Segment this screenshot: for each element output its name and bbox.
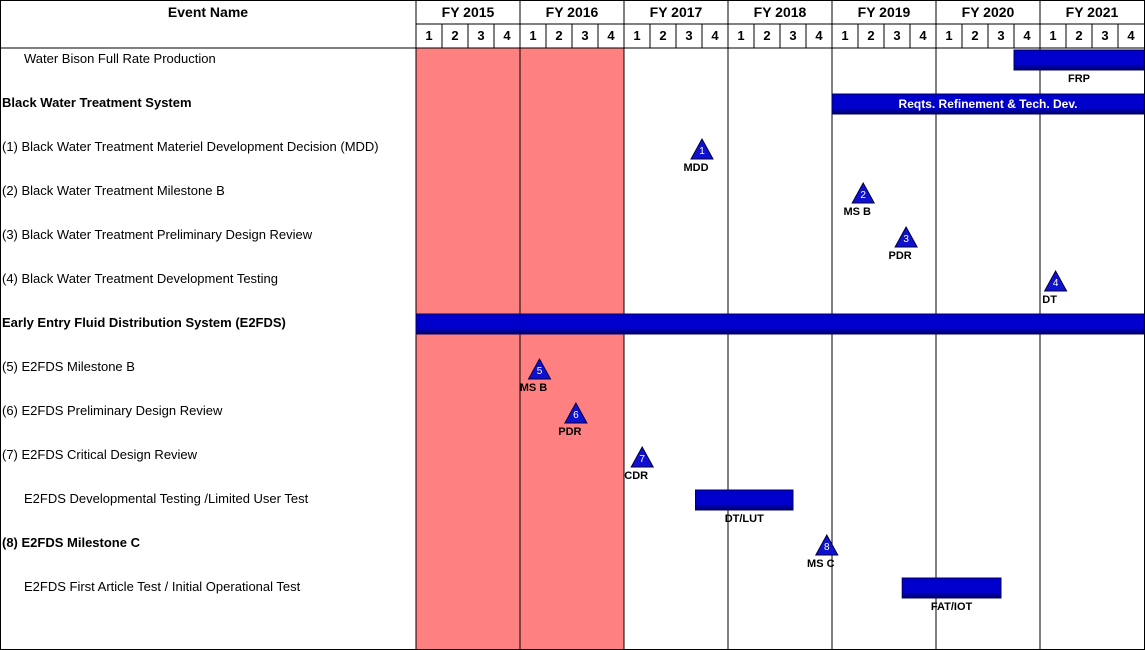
event-row-label: (7) E2FDS Critical Design Review xyxy=(2,447,198,462)
quarter-label: 3 xyxy=(893,28,901,43)
quarter-label: 2 xyxy=(451,28,459,43)
quarter-label: 3 xyxy=(789,28,797,43)
quarter-label: 3 xyxy=(1101,28,1109,43)
event-row-label: (4) Black Water Treatment Development Te… xyxy=(2,271,279,286)
schedule-bar xyxy=(1013,49,1145,71)
fiscal-year-label: FY 2015 xyxy=(441,4,495,20)
event-row-label: Black Water Treatment System xyxy=(2,95,192,110)
milestone-marker xyxy=(630,445,655,468)
quarter-label: 1 xyxy=(945,28,953,43)
quarter-label: 4 xyxy=(1023,28,1031,43)
milestone-number: 6 xyxy=(573,410,579,421)
event-row-label: (1) Black Water Treatment Materiel Devel… xyxy=(2,139,379,154)
event-row-label: Water Bison Full Rate Production xyxy=(24,51,216,66)
quarter-label: 3 xyxy=(477,28,485,43)
milestone-label: MS C xyxy=(807,558,835,570)
milestone-marker xyxy=(851,181,876,204)
schedule-bar xyxy=(831,93,1145,115)
quarter-label: 2 xyxy=(971,28,979,43)
bar-label: FRP xyxy=(1068,73,1090,85)
schedule-bar xyxy=(695,489,794,511)
quarter-label: 4 xyxy=(919,28,927,43)
bar-inner-label: Reqts. Refinement & Tech. Dev. xyxy=(898,97,1078,111)
quarter-label: 3 xyxy=(685,28,693,43)
milestone-number: 3 xyxy=(903,234,909,245)
quarter-label: 2 xyxy=(555,28,563,43)
quarter-label: 2 xyxy=(867,28,875,43)
quarter-label: 1 xyxy=(1049,28,1057,43)
milestone-number: 5 xyxy=(537,366,543,377)
milestone-label: CDR xyxy=(624,470,649,482)
event-row-label: E2FDS Developmental Testing /Limited Use… xyxy=(24,491,309,506)
event-row-label: (8) E2FDS Milestone C xyxy=(2,535,140,550)
milestone-marker xyxy=(690,137,714,160)
milestone-label: PDR xyxy=(888,250,912,262)
quarter-label: 1 xyxy=(529,28,537,43)
fiscal-year-label: FY 2021 xyxy=(1065,4,1119,20)
fiscal-year-label: FY 2019 xyxy=(857,4,911,20)
schedule-bar xyxy=(415,313,1145,335)
event-row-label: (3) Black Water Treatment Preliminary De… xyxy=(2,227,313,242)
event-name-header: Event Name xyxy=(167,4,249,20)
quarter-label: 3 xyxy=(997,28,1005,43)
milestone-label: DT xyxy=(1042,294,1057,306)
milestone-label: MS B xyxy=(519,382,548,394)
event-row-label: Early Entry Fluid Distribution System (E… xyxy=(2,315,286,330)
milestone-marker xyxy=(527,357,552,380)
quarter-label: 4 xyxy=(503,28,511,43)
quarter-label: 3 xyxy=(581,28,589,43)
quarter-label: 1 xyxy=(841,28,849,43)
quarter-label: 1 xyxy=(633,28,641,43)
milestone-marker xyxy=(814,533,839,556)
milestone-number: 4 xyxy=(1053,278,1059,289)
quarter-label: 2 xyxy=(659,28,667,43)
milestone-number: 7 xyxy=(639,454,645,465)
milestone-label: PDR xyxy=(558,426,582,438)
fiscal-year-label: FY 2016 xyxy=(545,4,599,20)
quarter-label: 4 xyxy=(1127,28,1135,43)
quarter-label: 1 xyxy=(425,28,433,43)
fiscal-year-label: FY 2018 xyxy=(753,4,807,20)
event-row-label: E2FDS First Article Test / Initial Opera… xyxy=(24,579,301,594)
quarter-label: 4 xyxy=(815,28,823,43)
quarter-label: 2 xyxy=(763,28,771,43)
milestone-number: 8 xyxy=(824,542,830,553)
event-row-label: (5) E2FDS Milestone B xyxy=(2,359,135,374)
milestone-number: 2 xyxy=(860,190,866,201)
quarter-label: 4 xyxy=(711,28,719,43)
bar-label: FAT/IOT xyxy=(930,601,973,613)
fiscal-year-label: FY 2017 xyxy=(649,4,703,20)
bar-label: DT/LUT xyxy=(724,513,764,525)
schedule-bar xyxy=(901,577,1002,599)
event-row-label: (2) Black Water Treatment Milestone B xyxy=(2,183,225,198)
milestone-number: 1 xyxy=(699,146,705,157)
fiscal-year-label: FY 2020 xyxy=(961,4,1015,20)
quarter-label: 4 xyxy=(607,28,615,43)
milestone-label: MS B xyxy=(843,206,871,218)
quarter-label: 2 xyxy=(1075,28,1083,43)
event-row-label: (6) E2FDS Preliminary Design Review xyxy=(2,403,223,418)
quarter-label: 1 xyxy=(737,28,745,43)
milestone-label: MDD xyxy=(683,162,709,174)
milestone-marker xyxy=(1043,269,1068,292)
milestone-marker xyxy=(564,401,588,424)
milestone-marker xyxy=(894,225,918,248)
